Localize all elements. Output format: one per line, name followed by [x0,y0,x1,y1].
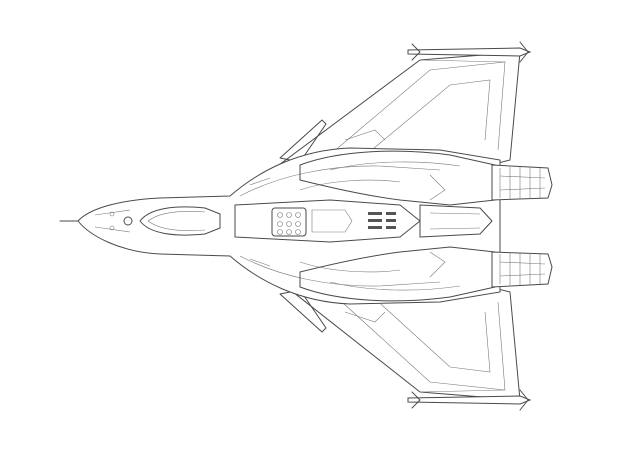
lower-exhaust-nozzle [491,251,553,288]
tail-section [419,204,493,238]
lower-wingtip-missile [407,389,532,411]
wing-root-panel-lines [249,129,386,323]
cockpit-canopy [123,206,221,236]
central-spine [234,199,421,243]
fuselage [77,147,501,305]
nose-panel-lines [94,209,131,233]
upper-wingtip-missile [407,41,532,63]
dorsal-vent-stripes [368,212,396,229]
upper-exhaust-nozzle [491,164,553,201]
